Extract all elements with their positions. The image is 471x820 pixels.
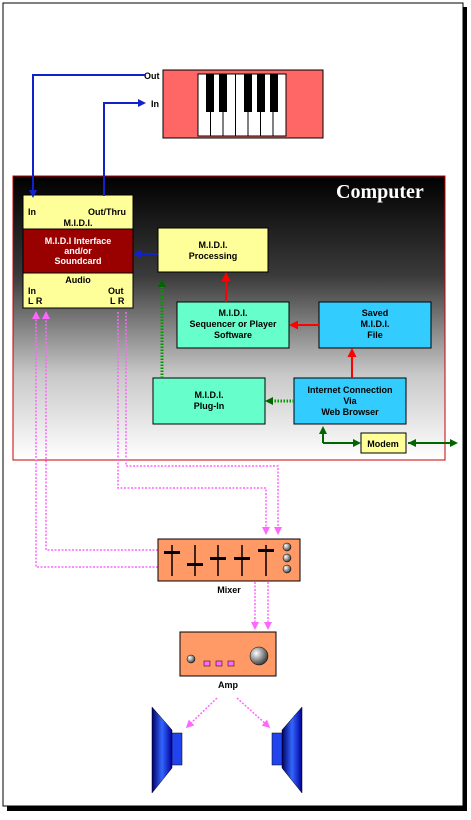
amp: [179, 631, 277, 677]
computer-title: Computer: [336, 181, 424, 203]
speaker-right: [271, 706, 303, 794]
keyboard: [162, 69, 324, 139]
interface-name-line3: Soundcard: [54, 256, 101, 266]
internet-line3: Web Browser: [321, 407, 379, 417]
interface-name-line1: M.I.D.I Interface: [45, 236, 112, 246]
internet-line1: Internet Connection: [308, 385, 393, 395]
interface-audio-out-lr: L R: [110, 296, 125, 306]
interface-audio-out-label: Out: [108, 286, 124, 296]
internet-box: [293, 377, 407, 425]
mixer: [157, 538, 301, 582]
midi-processing-line1: M.I.D.I.: [199, 240, 228, 250]
saved-file-line3: File: [367, 330, 383, 340]
interface-audio-in-lr: L R: [28, 296, 43, 306]
saved-file-line1: Saved: [362, 308, 389, 318]
audio-out-left-to-mixer: [117, 312, 270, 535]
mixer-to-audio-in-left: [32, 311, 158, 568]
midi-processing-box: [157, 227, 269, 273]
modem-label: Modem: [367, 439, 399, 449]
speaker-left: [151, 706, 183, 794]
keyboard-out-label: Out: [144, 71, 160, 81]
mixer-to-audio-in-right: [42, 311, 158, 551]
sequencer-line2: Sequencer or Player: [189, 319, 277, 329]
keyboard-in-label: In: [151, 99, 159, 109]
interface-name-line2: and/or: [64, 246, 92, 256]
midi-processing-line2: Processing: [189, 251, 238, 261]
keyboard-out-to-interface-link: [29, 74, 146, 198]
interface-audio-label: Audio: [65, 275, 91, 285]
plugin-box: [152, 377, 266, 425]
amp-label: Amp: [218, 680, 239, 690]
audio-wiring: [32, 311, 282, 729]
saved-file-line2: M.I.D.I.: [361, 319, 390, 329]
sequencer-line3: Software: [214, 330, 252, 340]
plugin-line2: Plug-In: [194, 401, 225, 411]
midi-interface-soundcard: [22, 194, 134, 309]
sequencer-box: [176, 301, 290, 349]
modem-box: [360, 432, 407, 454]
sequencer-line1: M.I.D.I.: [219, 308, 248, 318]
interface-to-keyboard-in-link: [103, 99, 146, 196]
plugin-line1: M.I.D.I.: [195, 390, 224, 400]
interface-midi-in-label: In: [28, 207, 36, 217]
mixer-label: Mixer: [217, 585, 241, 595]
internet-line2: Via: [343, 396, 357, 406]
interface-audio-in-label: In: [28, 286, 36, 296]
audio-out-right-to-mixer: [125, 312, 282, 535]
interface-midi-outthru-label: Out/Thru: [88, 207, 126, 217]
interface-midi-label: M.I.D.I.: [64, 218, 93, 228]
